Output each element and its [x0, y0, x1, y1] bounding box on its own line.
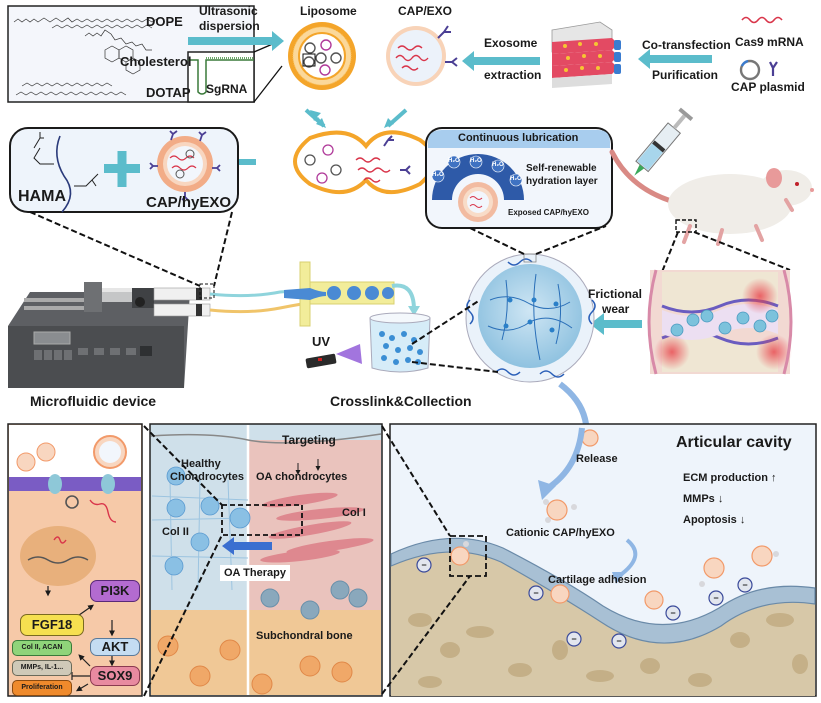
cap-exo-icon: [386, 25, 458, 86]
continuous-lubrication-panel: [425, 127, 613, 229]
label-hama: HAMA: [18, 188, 66, 205]
label-cationic-cap-hyexo: Cationic CAP/hyEXO: [506, 527, 615, 539]
label-apoptosis: Apoptosis ↓: [683, 514, 745, 526]
node-col2-acan: Col II, ACAN: [12, 640, 72, 656]
label-chondrocytes: Chondrocytes: [170, 471, 244, 483]
negative-charge-icon: −: [421, 560, 426, 570]
label-healthy: Healthy: [181, 458, 221, 470]
label-uv: UV: [312, 334, 331, 349]
label-hydration-layer: hydration layer: [526, 176, 598, 187]
label-release: Release: [576, 453, 618, 465]
oa-therapy-arrow: [222, 537, 272, 555]
uv-lamp-icon: [305, 344, 362, 369]
label-mmps: MMPs ↓: [683, 493, 723, 505]
negative-charge-icon: −: [571, 634, 576, 644]
label-cap-plasmid: CAP plasmid: [731, 80, 805, 94]
label-col1: Col I: [342, 507, 366, 519]
label-sgrna: SgRNA: [206, 82, 248, 96]
label-frictional: Frictional: [588, 287, 643, 301]
cartilage-tissue-panel: [143, 423, 383, 697]
label-continuous-lubrication: Continuous lubrication: [458, 132, 579, 144]
node-sox9: SOX9: [90, 666, 140, 686]
negative-charge-icon: −: [713, 593, 718, 603]
articular-cavity-panel: [381, 423, 817, 697]
label-oa-chondrocytes: OA chondrocytes: [256, 471, 348, 483]
arrow-ultrasonic: [188, 31, 284, 51]
node-fgf18: FGF18: [20, 614, 84, 636]
node-mmps-il1: MMPs, IL-1...: [12, 660, 72, 676]
label-col2: Col II: [162, 526, 189, 538]
label-exosome: Exosome: [484, 36, 538, 50]
cell-culture-flasks-icon: [551, 21, 621, 88]
label-self-renewable: Self-renewable: [526, 163, 597, 174]
label-wear: wear: [602, 302, 630, 316]
label-cholesterol: Cholesterol: [120, 54, 192, 69]
label-subchondral-bone: Subchondral bone: [256, 630, 353, 642]
cas9-mrna-icon: [741, 16, 783, 24]
arrow-exosome-extraction: [462, 51, 540, 71]
node-proliferation: Proliferation: [12, 680, 72, 696]
sgrna-inset: [187, 39, 283, 103]
node-pi3k: PI3K: [90, 580, 140, 602]
microfluidic-chip: [284, 261, 420, 327]
ecm-text: ECM production: [683, 472, 768, 484]
label-microfluidic-device: Microfluidic device: [30, 393, 157, 409]
label-dispersion: dispersion: [199, 19, 260, 33]
syringe-pump-device: [8, 211, 321, 388]
label-ecm-production: ECM production ↑: [683, 472, 777, 484]
label-cotransfection: Co-transfection: [642, 38, 731, 52]
label-purification: Purification: [652, 68, 719, 82]
label-exposed-cap-hyexo: Exposed CAP/hyEXO: [508, 208, 589, 217]
down-arrow-icon: ↓: [739, 514, 746, 526]
label-oa-therapy: OA Therapy: [220, 565, 290, 581]
label-liposome: Liposome: [300, 4, 357, 18]
label-water: H₂O: [492, 162, 504, 168]
label-cas9-mrna: Cas9 mRNA: [735, 35, 804, 49]
label-water: H₂O: [448, 158, 460, 164]
negative-charge-icon: −: [742, 580, 747, 590]
label-dotap: DOTAP: [146, 85, 191, 100]
arrow-frictional-wear: [590, 313, 642, 335]
negative-charge-icon: −: [616, 636, 621, 646]
node-akt: AKT: [90, 638, 140, 656]
label-targeting: Targeting: [282, 433, 336, 447]
label-articular-cavity: Articular cavity: [676, 434, 792, 451]
label-dope: DOPE: [146, 14, 183, 29]
label-ultrasonic: Ultrasonic: [199, 4, 258, 18]
apoptosis-text: Apoptosis: [683, 514, 737, 526]
arrow-cotransfection: [638, 49, 712, 69]
label-cap-hyexo: CAP/hyEXO: [146, 194, 232, 211]
label-water: H₂O: [510, 176, 522, 182]
label-water: H₂O: [432, 172, 444, 178]
fusion-hybrid-vesicle: [293, 130, 436, 195]
label-extraction: extraction: [484, 68, 542, 82]
liposome-icon: [288, 22, 356, 90]
hydrogel-microsphere: [465, 225, 607, 383]
label-crosslink-collection: Crosslink&Collection: [330, 393, 472, 409]
negative-charge-icon: −: [533, 588, 538, 598]
hama-cap-hyexo-panel: [9, 127, 239, 213]
mmps-text: MMPs: [683, 493, 715, 505]
negative-charge-layer: − − − − − − −: [421, 560, 747, 646]
up-arrow-icon: ↑: [771, 472, 777, 484]
label-cap-exo: CAP/EXO: [398, 4, 453, 18]
exosome-small: [16, 435, 127, 472]
collection-beaker: [369, 299, 499, 373]
label-cartilage-adhesion: Cartilage adhesion: [548, 574, 647, 586]
mouse-injection-illustration: [609, 107, 814, 273]
negative-charge-icon: −: [670, 608, 675, 618]
down-arrow-icon: ↓: [717, 493, 724, 505]
label-water: H₂O: [470, 158, 482, 164]
knee-joint-illustration: [647, 269, 793, 375]
cap-plasmid-icon: [739, 59, 778, 81]
